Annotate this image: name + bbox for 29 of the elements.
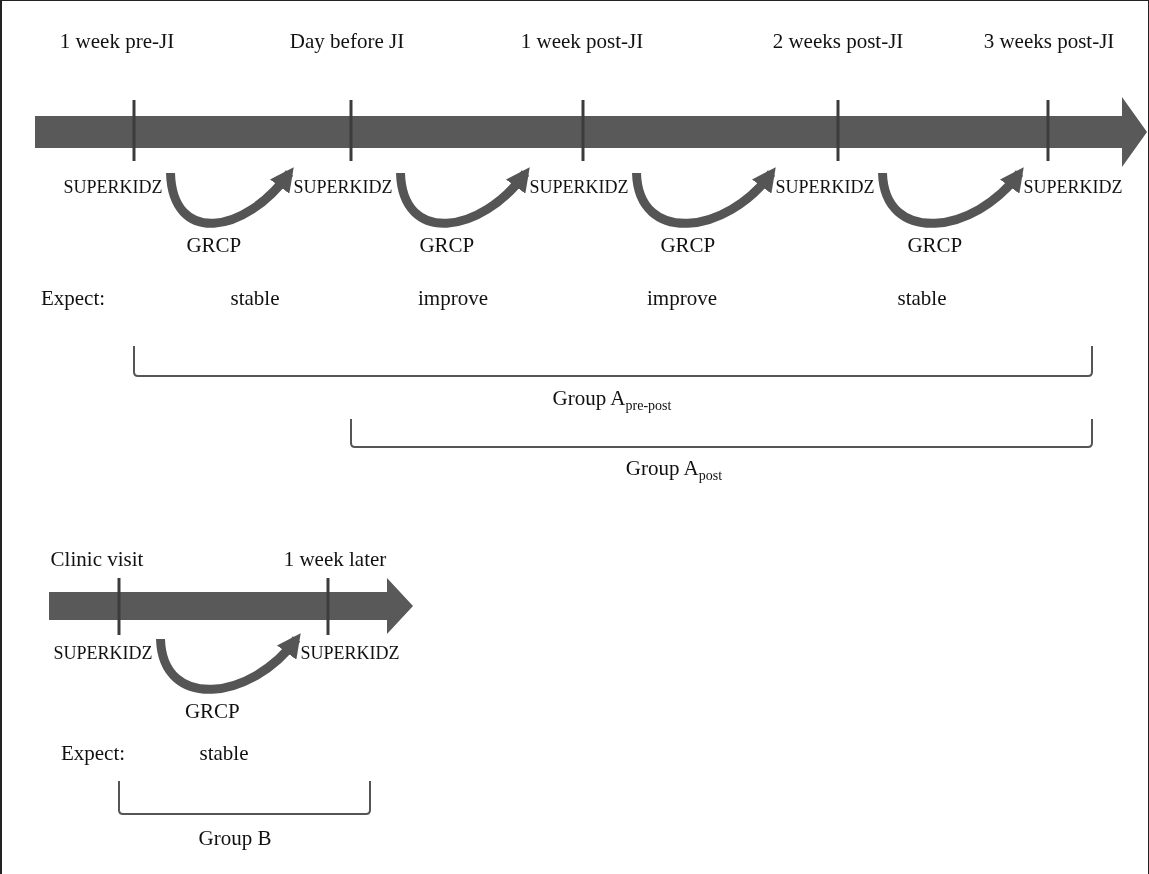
node-label: SUPERKIDZ [1017, 172, 1129, 202]
text-label: Group B [198, 825, 272, 851]
node-label: SUPERKIDZ [294, 638, 406, 668]
text-label: Clinic visit [50, 546, 144, 572]
text-label: 1 week later [283, 546, 387, 572]
text-label: 2 weeks post-JI [772, 28, 904, 54]
text-label: 3 weeks post-JI [983, 28, 1115, 54]
curved-arrow [156, 633, 302, 694]
text-label: Expect: [40, 285, 106, 311]
text-label: stable [230, 285, 280, 311]
curved-arrow [166, 167, 295, 228]
text-label: stable [897, 285, 947, 311]
node-label: SUPERKIDZ [769, 172, 881, 202]
text-label: Group A$_{pre-post}$ [552, 385, 672, 411]
text-label: improve [418, 285, 488, 311]
curved-arrow [878, 167, 1025, 228]
text-label: Expect: [60, 740, 126, 766]
text-label: 1 week pre-JI [59, 28, 175, 54]
node-label: SUPERKIDZ [287, 172, 399, 202]
curved-arrow [632, 167, 777, 228]
text-label: Group A$_{post}$ [625, 455, 723, 481]
text-label: improve [647, 285, 717, 311]
text-label: Day before JI [289, 28, 405, 54]
text-label: 1 week post-JI [520, 28, 644, 54]
text-label: stable [199, 740, 249, 766]
node-label: SUPERKIDZ [47, 638, 159, 668]
curved-arrow [396, 167, 531, 228]
node-label: SUPERKIDZ [57, 172, 169, 202]
node-label: SUPERKIDZ [523, 172, 635, 202]
